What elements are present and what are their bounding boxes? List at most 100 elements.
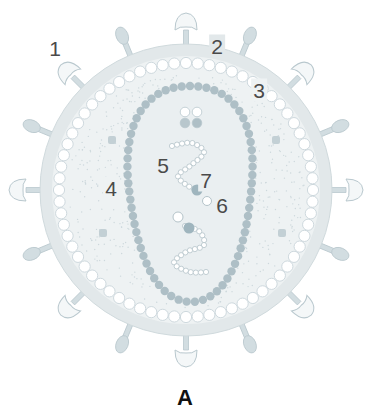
- stipple-dot: [90, 238, 91, 239]
- stipple-dot: [82, 181, 83, 182]
- rna-bead: [193, 270, 198, 275]
- capsid-protein: [248, 171, 256, 179]
- stipple-dot: [81, 211, 82, 212]
- stipple-dot: [105, 167, 106, 168]
- stipple-dot: [82, 228, 83, 229]
- stipple-dot: [286, 190, 287, 191]
- stipple-dot: [96, 131, 97, 132]
- stipple-dot: [94, 249, 95, 250]
- matrix-protein: [62, 230, 73, 241]
- capsid-protein: [242, 220, 250, 228]
- matrix-protein: [54, 196, 65, 207]
- stipple-dot: [110, 160, 111, 161]
- spike-head: [330, 117, 351, 135]
- stipple-dot: [116, 95, 117, 96]
- matrix-protein: [282, 261, 293, 272]
- stipple-dot: [159, 79, 160, 80]
- stipple-dot: [234, 89, 235, 90]
- rna-bead: [198, 270, 203, 275]
- stipple-dot: [291, 181, 292, 182]
- stipple-dot: [120, 107, 121, 108]
- stipple-dot: [132, 262, 133, 263]
- capsid-protein: [246, 138, 254, 146]
- capsid-protein: [123, 162, 131, 170]
- matrix-protein: [157, 60, 168, 71]
- stipple-dot: [271, 162, 272, 163]
- stipple-dot: [259, 195, 260, 196]
- spike-head: [53, 57, 81, 85]
- capsid-protein: [127, 130, 135, 138]
- stipple: [70, 75, 305, 308]
- stipple-dot: [245, 247, 246, 248]
- stipple-dot: [125, 242, 126, 243]
- stipple-dot: [291, 220, 292, 221]
- capsid-protein: [169, 84, 177, 92]
- capsid-protein: [134, 236, 142, 244]
- stipple-dot: [261, 122, 262, 123]
- stipple-dot: [128, 89, 129, 90]
- stipple-dot: [104, 244, 105, 245]
- stipple-dot: [271, 145, 272, 146]
- capsid-protein: [126, 195, 134, 203]
- matrix-protein: [53, 184, 64, 195]
- capsid-protein: [245, 204, 253, 212]
- stipple-dot: [256, 256, 257, 257]
- spike-head: [21, 245, 42, 263]
- stipple-dot: [184, 307, 185, 308]
- stipple-dot: [264, 130, 265, 131]
- matrix-protein: [114, 292, 125, 303]
- stipple-dot: [117, 167, 118, 168]
- matrix-protein: [226, 66, 237, 77]
- matrix-protein: [72, 118, 83, 129]
- stipple-dot: [157, 85, 158, 86]
- stipple-dot: [279, 199, 280, 200]
- rna-bead: [203, 269, 208, 274]
- stipple-dot: [278, 128, 279, 129]
- stipple-dot: [256, 159, 257, 160]
- capsid-protein: [147, 94, 155, 102]
- stipple-dot: [98, 200, 99, 201]
- matrix-protein: [266, 278, 277, 289]
- capsid-protein: [248, 179, 256, 187]
- stipple-dot: [87, 169, 88, 170]
- matrix-protein: [58, 150, 69, 161]
- stipple-dot: [95, 239, 96, 240]
- stipple-dot: [221, 297, 222, 298]
- matrix-protein: [124, 71, 135, 82]
- stipple-dot: [268, 263, 269, 264]
- matrix-protein: [307, 184, 318, 195]
- matrix-protein: [237, 71, 248, 82]
- stipple-dot: [139, 97, 140, 98]
- stipple-dot: [258, 119, 259, 120]
- stipple-dot: [79, 236, 80, 237]
- matrix-protein: [305, 208, 316, 219]
- capsid-protein: [154, 90, 162, 98]
- rna-strand: [171, 223, 208, 275]
- matrix-protein: [288, 251, 299, 262]
- spike-head: [241, 25, 259, 46]
- capsid-protein: [123, 171, 131, 179]
- stipple-dot: [265, 240, 266, 241]
- stipple-dot: [99, 168, 100, 169]
- stipple-dot: [110, 217, 111, 218]
- capsid-protein: [130, 220, 138, 228]
- stipple-dot: [269, 254, 270, 255]
- stipple-dot: [132, 95, 133, 96]
- stipple-dot: [110, 253, 111, 254]
- matrix-protein: [204, 60, 215, 71]
- matrix-protein: [79, 261, 90, 272]
- stipple-dot: [104, 146, 105, 147]
- stipple-dot: [77, 221, 78, 222]
- stipple-dot: [235, 97, 236, 98]
- capsid-protein: [194, 82, 202, 90]
- stipple-dot: [90, 150, 91, 151]
- stipple-dot: [109, 219, 110, 220]
- rna-bead: [192, 246, 197, 251]
- enzyme-particle: [108, 136, 116, 144]
- stipple-dot: [127, 223, 128, 224]
- matrix-protein: [87, 270, 98, 281]
- capsid-enzyme: [180, 118, 190, 128]
- matrix-protein: [114, 76, 125, 87]
- stipple-dot: [120, 275, 121, 276]
- stipple-dot: [124, 211, 125, 212]
